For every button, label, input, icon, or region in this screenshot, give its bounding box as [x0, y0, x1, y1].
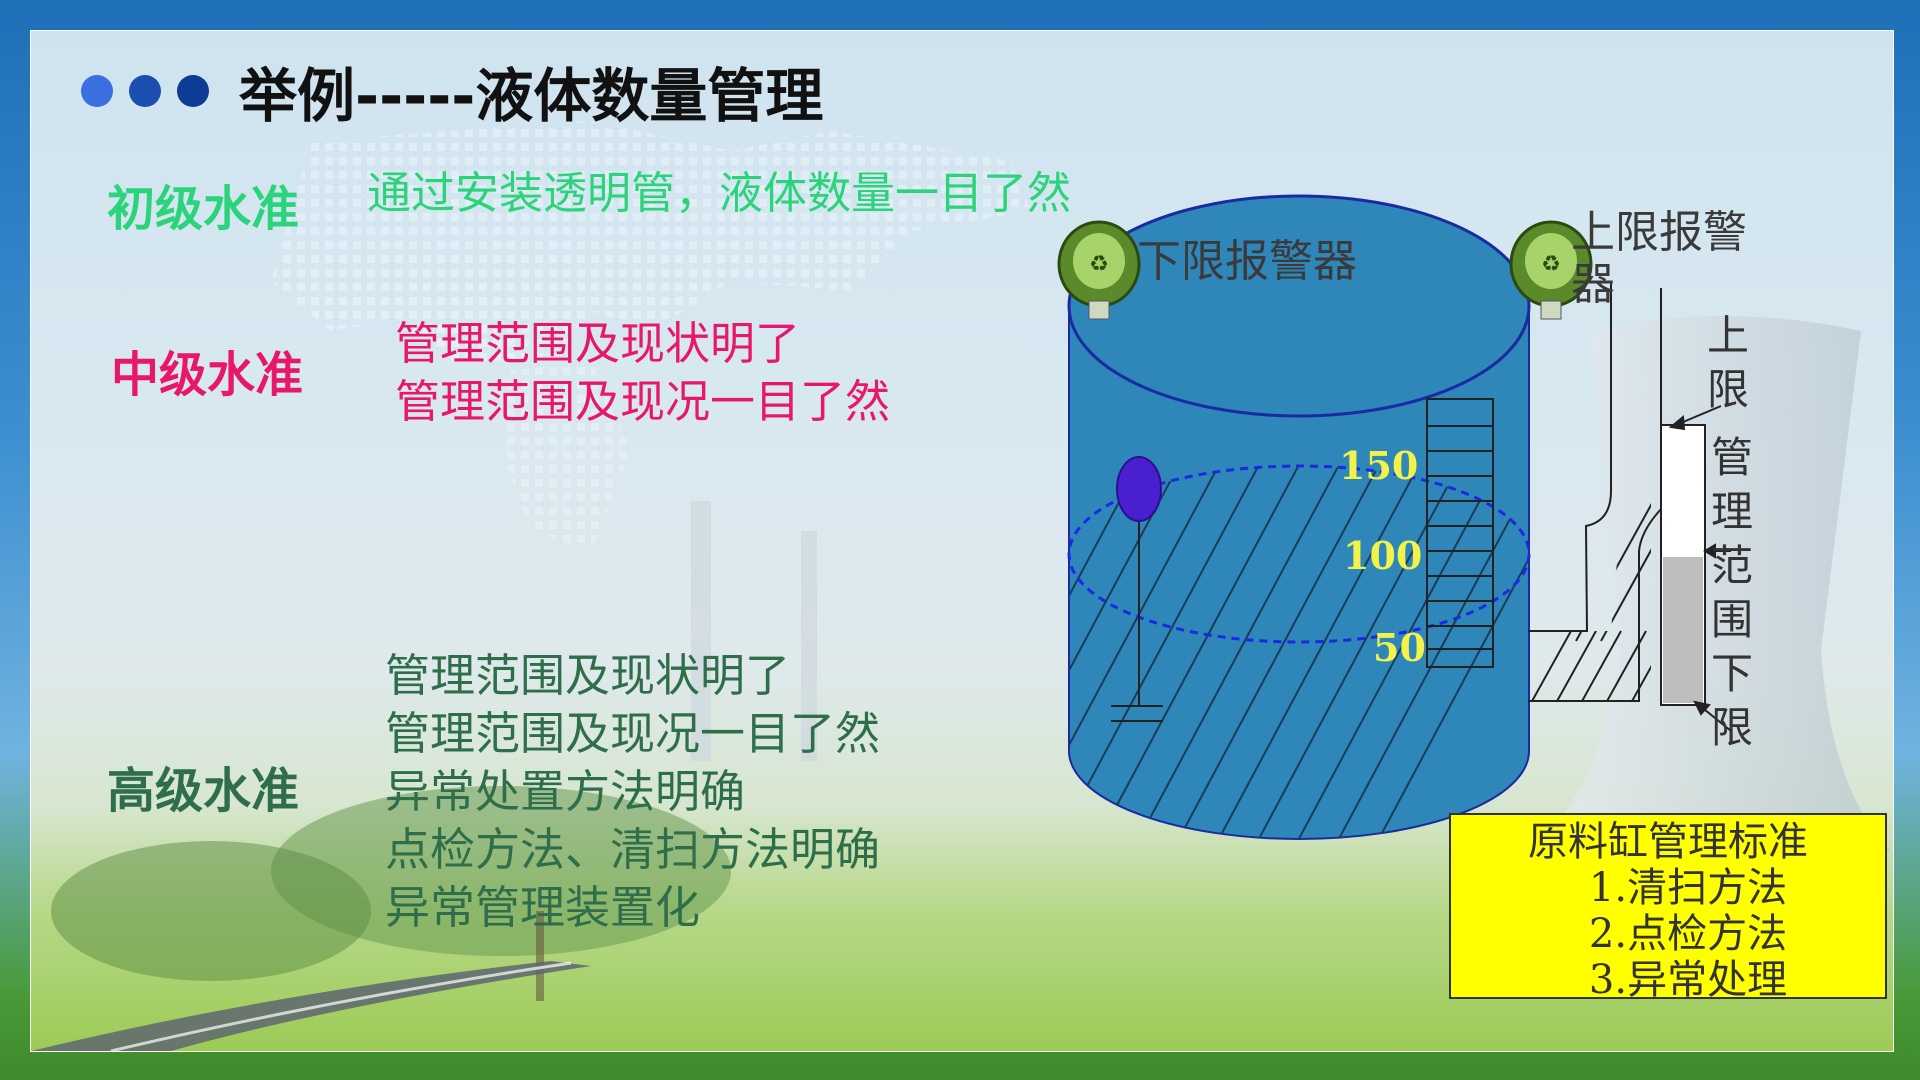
scale-ruler: [1426, 398, 1494, 668]
level-advanced-line: 点检方法、清扫方法明确: [385, 823, 881, 876]
scale-label: 150: [1339, 443, 1419, 488]
range-char: 理: [1710, 487, 1753, 536]
slide: 举例-----液体数量管理 初级水准 通过安装透明管，液体数量一目了然 中级水准…: [30, 30, 1894, 1052]
range-char: 围: [1710, 595, 1753, 644]
gauge-fill: [1663, 557, 1703, 703]
range-char: 下: [1710, 649, 1753, 698]
level-advanced-line: 异常处置方法明确: [385, 765, 746, 818]
scale-label: 50: [1373, 625, 1426, 670]
background-scene: [31, 121, 1891, 1051]
lower-alarm-bulb-icon: ♻: [1057, 220, 1141, 320]
standard-box-item: 3.异常处理: [1588, 957, 1788, 1003]
level-basic-label: 初级水准: [107, 181, 300, 237]
upper-alarm-line: 上限报警: [1571, 207, 1747, 258]
scale-label: 100: [1343, 533, 1423, 578]
svg-text:♻: ♻: [1089, 252, 1109, 277]
upper-limit-char: 上: [1706, 311, 1749, 360]
range-char: 范: [1710, 541, 1753, 590]
level-advanced-line: 管理范围及现况一目了然: [385, 707, 881, 760]
range-char: 限: [1710, 703, 1753, 752]
tank-diagram: ♻ ♻: [1057, 194, 1732, 840]
level-advanced-line: 异常管理装置化: [385, 881, 701, 934]
range-char: 管: [1710, 433, 1753, 482]
standard-box: 原料缸管理标准 1.清扫方法 2.点检方法 3.异常处理: [1449, 813, 1887, 1003]
float-sensor: [1116, 456, 1162, 522]
bullet-dot: [129, 75, 161, 107]
lower-alarm-label: 下限报警器: [1137, 236, 1357, 287]
upper-alarm-label: 上限报警 器: [1571, 207, 1747, 311]
level-middle-line: 管理范围及现状明了: [395, 317, 801, 370]
svg-text:♻: ♻: [1541, 252, 1561, 277]
level-basic-text: 通过安装透明管，液体数量一目了然: [367, 168, 1071, 219]
bullet-dot: [81, 75, 113, 107]
level-middle-text: 管理范围及现状明了 管理范围及现况一目了然: [395, 315, 890, 431]
bullet-dot: [177, 75, 209, 107]
tank-top: [1067, 194, 1531, 418]
standard-box-item: 1.清扫方法: [1588, 865, 1788, 911]
level-advanced-label: 高级水准: [107, 763, 300, 819]
tank-body: [1068, 305, 1530, 840]
upper-limit-label: 上 限: [1703, 309, 1753, 417]
liquid-hatching: [1069, 466, 1529, 839]
level-advanced-line: 管理范围及现状明了: [385, 649, 791, 702]
management-range-label: 管 理 范 围 下 限: [1707, 431, 1757, 755]
page-title: 举例-----液体数量管理: [239, 62, 824, 130]
upper-limit-char: 限: [1706, 365, 1749, 414]
liquid-surface: [1067, 464, 1531, 644]
title-row: 举例-----液体数量管理: [81, 51, 823, 131]
level-middle-line: 管理范围及现况一目了然: [395, 375, 891, 428]
upper-alarm-line: 器: [1571, 259, 1615, 310]
upper-alarm-bulb-icon: ♻: [1509, 220, 1593, 320]
standard-box-title: 原料缸管理标准: [1528, 819, 1808, 865]
level-advanced-text: 管理范围及现状明了 管理范围及现况一目了然 异常处置方法明确 点检方法、清扫方法…: [385, 647, 880, 937]
standard-box-item: 2.点检方法: [1588, 911, 1788, 957]
level-middle-label: 中级水准: [111, 347, 304, 403]
